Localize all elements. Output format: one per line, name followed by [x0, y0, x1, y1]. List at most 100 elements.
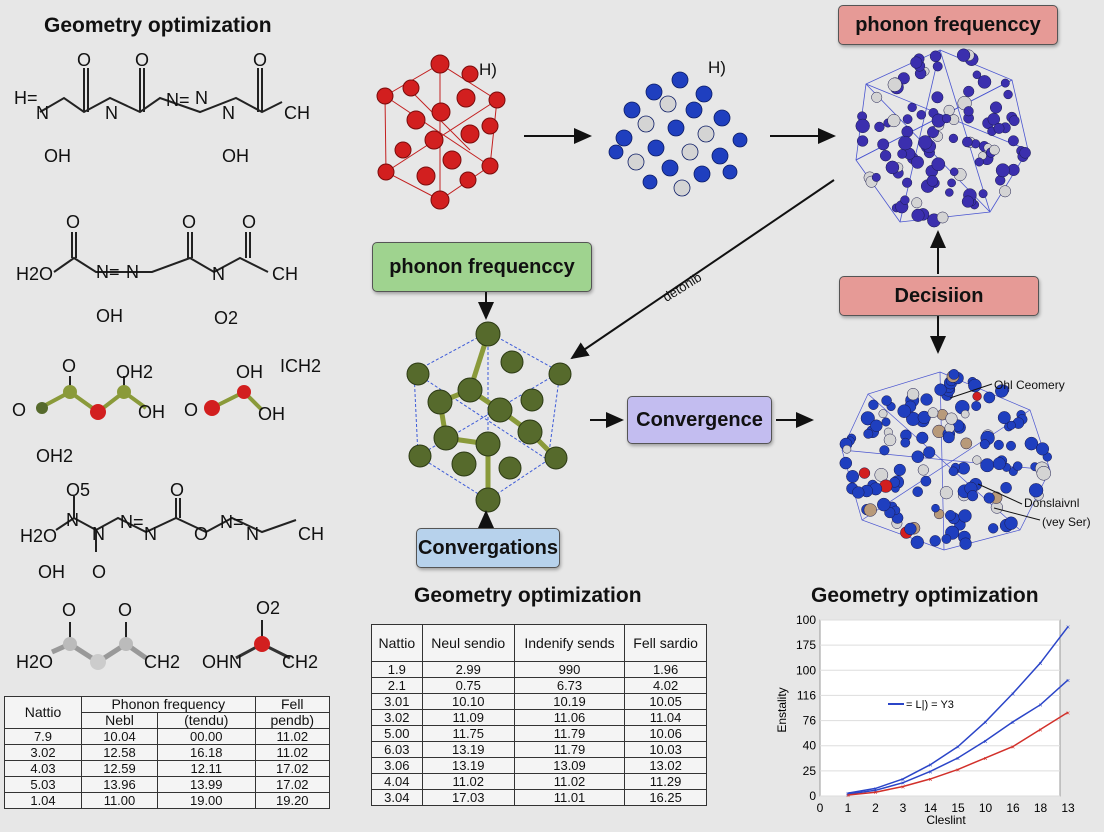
table-subheader: Nebl	[81, 712, 158, 729]
chem-atom-label: OH	[258, 404, 285, 424]
chem-atom-label: O	[118, 600, 133, 620]
atom	[1028, 483, 1044, 498]
chem-atom-label: N	[66, 510, 79, 530]
table-cell: 11.02	[421, 773, 515, 790]
chart-ylabel: Enstality	[776, 687, 789, 732]
table-header: Fell	[254, 696, 331, 713]
table-cell: 11.79	[513, 725, 626, 742]
chem-atom-label: OH	[38, 562, 65, 582]
chart-point: ×	[901, 784, 905, 791]
table-cell: 16.18	[156, 744, 256, 761]
chart-ytick: 116	[797, 688, 816, 702]
chart-ytick: 100	[796, 613, 816, 627]
callout-label: (vey Ser)	[1042, 515, 1091, 529]
table-cell: 17.02	[254, 776, 331, 793]
atom	[931, 503, 940, 513]
chem-atom-label: H2O	[20, 526, 58, 546]
chem-atom-label: O	[62, 600, 77, 620]
atom	[1012, 461, 1023, 471]
chem-atom-label: OH2	[36, 446, 74, 466]
chem-atom-label: N	[92, 524, 105, 544]
chem-atom-label: O	[66, 212, 81, 232]
atom	[1006, 420, 1016, 430]
chart-point: ×	[956, 767, 960, 774]
table-header: Neul sendio	[421, 624, 515, 662]
atom	[948, 133, 959, 144]
atom	[945, 412, 958, 425]
chart-xtick: 16	[1006, 801, 1020, 815]
chem-atom-label: H2O	[16, 652, 54, 672]
arrow-indigo-to-olive	[570, 179, 835, 360]
chart-point: ×	[983, 720, 987, 727]
chart-point: ×	[956, 756, 960, 763]
chem-atom-label: N	[246, 524, 259, 544]
atom	[962, 136, 973, 148]
chem-atom-label: N	[212, 264, 225, 284]
top-left-title: Geometry optimization	[44, 14, 272, 37]
chem-atom-label: OH	[138, 402, 165, 422]
table-subheader: (tendu)	[156, 712, 256, 729]
table-cell: 13.19	[421, 741, 515, 758]
atom	[1036, 466, 1051, 481]
chart-series-line	[847, 711, 1069, 796]
chart-ytick: 25	[803, 764, 817, 778]
table-cell: 11.29	[624, 773, 707, 790]
atom	[999, 185, 1012, 198]
atom	[887, 114, 901, 128]
atom	[863, 428, 874, 439]
chart-point: ×	[928, 777, 932, 784]
chem-atom-label: H=	[14, 88, 38, 108]
atom	[945, 188, 954, 197]
atom	[942, 114, 952, 124]
chem-atom-label: OH2	[116, 362, 154, 382]
atom	[879, 445, 890, 456]
atom	[878, 409, 888, 419]
table-cell: 11.75	[421, 725, 515, 742]
table-cell: 13.99	[156, 776, 256, 793]
chart-xtick: 14	[924, 801, 938, 815]
table-title: Geometry optimization	[414, 584, 642, 607]
chem-atom-label: CH	[298, 524, 324, 544]
atom	[1008, 115, 1020, 127]
phonon-frequency-box: phonon frequenccy	[372, 242, 592, 292]
atom	[863, 503, 877, 517]
atom	[858, 467, 871, 479]
atom	[871, 91, 883, 103]
table-cell: 10.10	[421, 693, 515, 710]
atom	[983, 391, 996, 404]
atom	[977, 75, 992, 89]
atom	[1007, 135, 1019, 147]
table-cell: 11.06	[513, 709, 626, 726]
table-cell: 11.02	[513, 773, 626, 790]
chart-point: ×	[1011, 720, 1015, 727]
chart-point: ×	[983, 739, 987, 746]
chart-point: ×	[846, 793, 850, 800]
chart-legend: = L|) = Y3	[906, 699, 954, 711]
olive-cluster-atoms	[406, 321, 572, 513]
table-cell: 12.59	[81, 760, 158, 777]
atom	[978, 189, 988, 199]
atom	[931, 91, 944, 104]
table-cell: 11.79	[513, 741, 626, 758]
table-cell: 5.00	[371, 725, 423, 742]
atom	[956, 48, 971, 62]
chem-atom-label: ICH2	[280, 356, 322, 376]
atom	[870, 419, 883, 432]
atom	[995, 163, 1010, 178]
convergence-box: Convergence	[627, 396, 772, 444]
atom	[939, 486, 953, 500]
chart-xtick: 2	[872, 801, 879, 815]
chem-atom-label: O	[184, 400, 199, 420]
table-cell: 6.03	[371, 741, 423, 758]
table-cell: 10.19	[513, 693, 626, 710]
atom	[989, 144, 1000, 156]
table-cell: 4.04	[371, 773, 423, 790]
chart-point: ×	[956, 745, 960, 752]
chart-ytick: 175	[796, 638, 816, 652]
phonon-frequency-box-top: phonon frequenccy	[838, 5, 1058, 45]
